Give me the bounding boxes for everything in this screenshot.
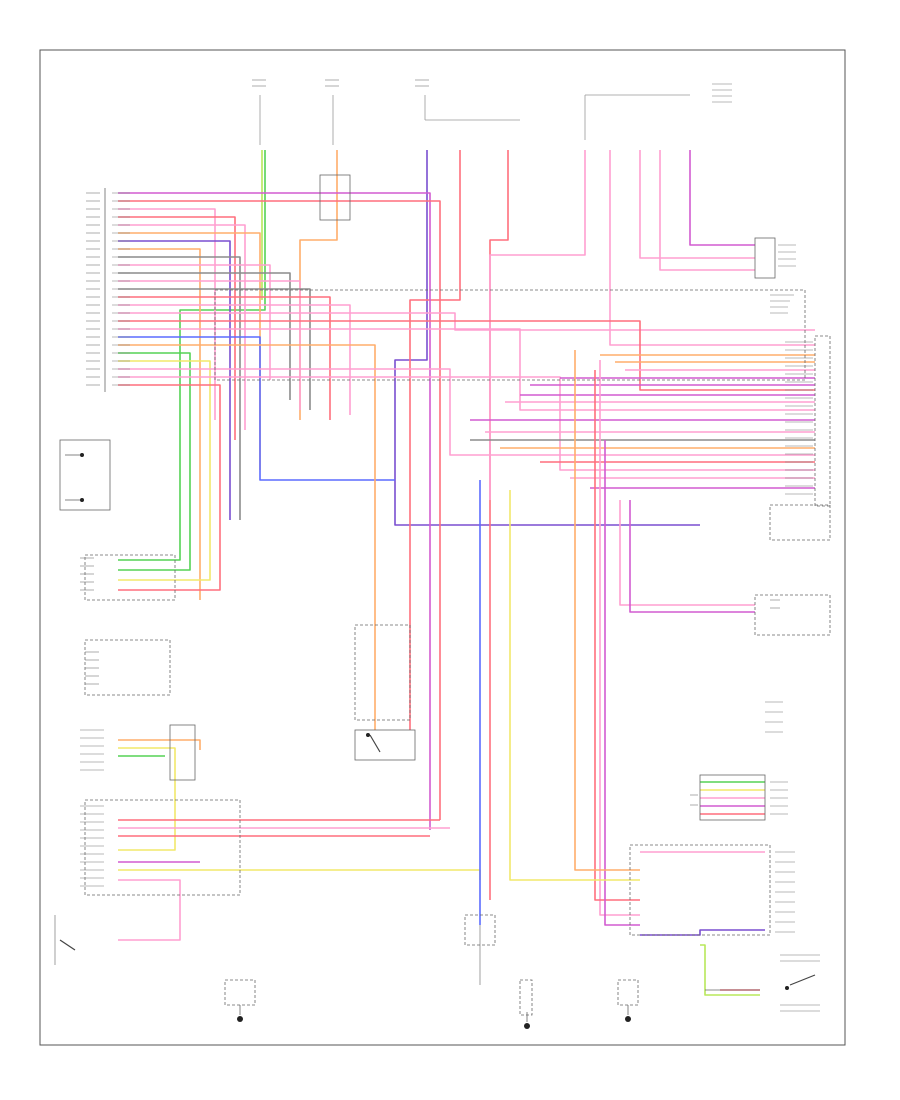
wire [118, 384, 221, 591]
wire [574, 350, 640, 871]
ground-block-right [617, 979, 639, 1006]
left-bottom-switch [59, 939, 76, 951]
wire-layer [118, 150, 815, 996]
wire [118, 256, 241, 520]
wire [118, 879, 181, 941]
wire [118, 240, 231, 520]
wire [118, 352, 191, 571]
center-switch [354, 729, 416, 761]
right-lower-connector-2 [754, 594, 831, 636]
left-lower-connector [84, 799, 241, 896]
security-unit-connector [84, 554, 176, 601]
wire [118, 869, 481, 880]
left-switch-group [59, 439, 111, 511]
switch-contact [785, 986, 789, 990]
wire [299, 150, 338, 420]
wire [118, 224, 246, 430]
wire [609, 150, 815, 346]
wire [489, 150, 509, 900]
wire [118, 336, 395, 481]
switch-arm [789, 974, 816, 986]
switch-contact [366, 733, 370, 737]
wire [118, 328, 815, 411]
ground-symbol [625, 1016, 631, 1022]
wire [118, 747, 176, 851]
wire [700, 944, 760, 996]
wire [118, 150, 266, 561]
wire [509, 490, 640, 881]
wire [118, 248, 201, 600]
switch-contact [80, 498, 84, 502]
wire [639, 150, 755, 259]
wire [659, 150, 755, 271]
door-lock-connector [84, 639, 171, 696]
wire [118, 376, 815, 471]
wire [118, 200, 441, 820]
wire [118, 192, 431, 830]
ground-block-left [224, 979, 256, 1006]
wire [118, 232, 261, 470]
right-main-connector [814, 335, 831, 507]
wire [118, 272, 291, 400]
wire [118, 739, 201, 750]
right-connector-top [754, 237, 776, 279]
wire [118, 264, 271, 380]
wire [689, 150, 755, 246]
right-lower-connector-1 [769, 504, 831, 541]
center-fuse-block [319, 174, 351, 221]
diagram-frame [39, 49, 846, 1046]
label-layer [80, 79, 820, 1012]
wire [118, 280, 301, 410]
wire [118, 296, 331, 420]
ground-symbol [524, 1023, 530, 1029]
ground-block-mid [519, 979, 533, 1016]
wire [118, 304, 351, 415]
bottom-center-component [464, 914, 496, 946]
wire [640, 929, 765, 936]
wire [118, 216, 236, 440]
right-bottom-connector [629, 844, 771, 936]
wire [619, 500, 755, 606]
wire [629, 500, 755, 613]
center-dashed-bus [214, 289, 806, 381]
wire [118, 344, 376, 700]
wire [599, 360, 640, 916]
component-layer [54, 94, 831, 1029]
wire [118, 288, 311, 410]
wire [118, 368, 815, 456]
wire [489, 150, 586, 500]
wire [409, 150, 461, 630]
right-switch-block [699, 774, 766, 821]
wire [604, 440, 640, 926]
wire [594, 370, 640, 901]
switch-arm [369, 734, 381, 753]
switch-contact [80, 453, 84, 457]
wire [118, 360, 211, 581]
ground-symbol [237, 1016, 243, 1022]
center-relay [354, 624, 411, 721]
power-window-connector [169, 724, 196, 781]
